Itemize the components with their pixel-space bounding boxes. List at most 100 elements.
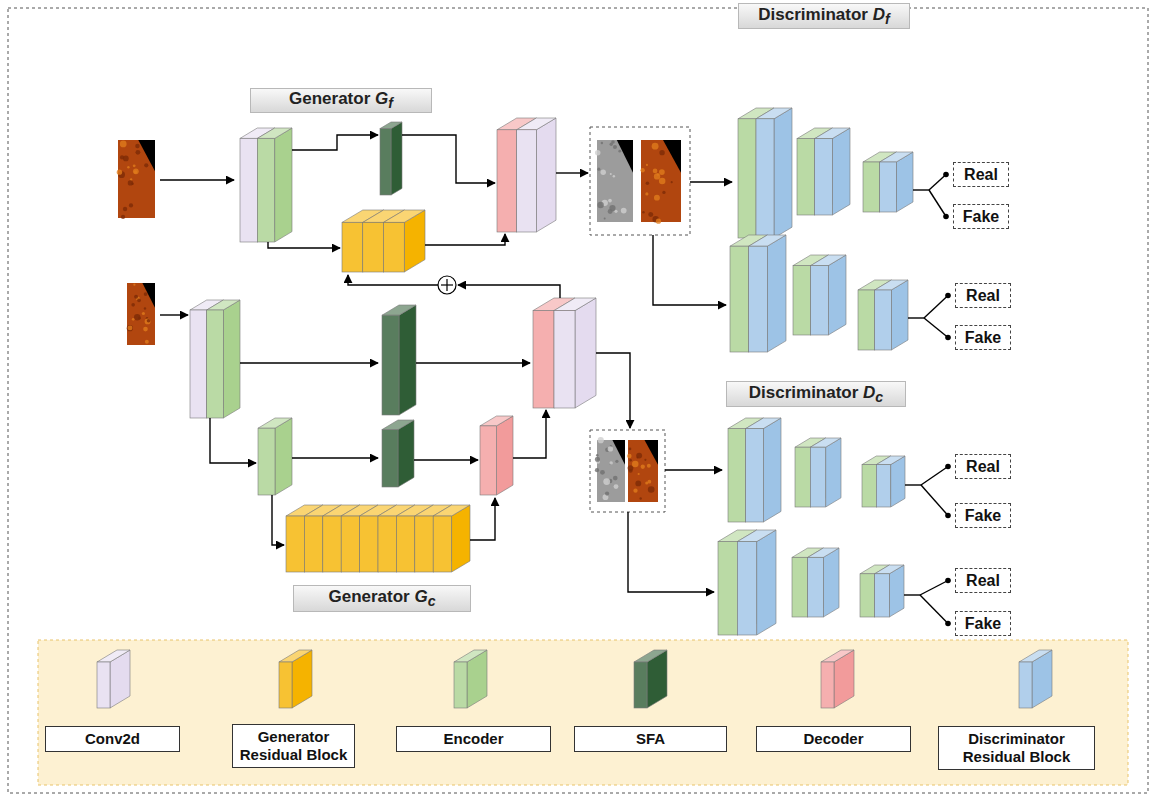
block-side [497,416,514,495]
block-side [536,118,556,232]
block-front [415,516,433,572]
fundus-image [640,140,681,224]
block-front [190,310,207,418]
block-front [730,246,749,352]
block-front [792,557,808,617]
output-label: Fake [965,615,1001,633]
block-top [876,456,905,465]
residual-blocks [342,210,425,272]
image-texture [640,168,644,172]
block-front [718,542,737,635]
block-top [737,530,776,542]
block-front [323,516,341,572]
block-side [823,548,839,617]
image-texture [635,481,641,487]
sum-symbol [446,279,447,291]
block-front [396,516,414,572]
legend-text: Discriminator Residual Block [945,730,1088,766]
block-front [860,574,875,617]
encoder-block [258,418,292,495]
disc-res [797,128,850,215]
arrow [160,179,234,180]
block-side [257,128,274,242]
block-side [575,298,596,408]
image-texture [645,192,648,195]
image-texture [597,168,600,171]
block-side [749,235,768,352]
image-texture [131,303,135,307]
block-side [832,128,850,215]
sfa-block [382,305,416,415]
legend-label-box: Decoder [756,726,911,752]
block-front [875,574,890,617]
legend-panel [38,640,1128,785]
arrow [513,410,546,458]
block-front [240,138,257,242]
block-side [811,255,829,335]
block-front [858,290,875,350]
output-label-box: Real [955,454,1011,479]
block-front [876,465,890,507]
wire [920,595,948,624]
block-top [258,418,292,428]
block-front [746,429,764,522]
output-label-box: Real [955,568,1011,593]
block-front [795,447,810,507]
disc-res [793,255,846,335]
decoder-conv [533,298,596,408]
wire [905,484,921,485]
fundus-image [627,440,658,502]
block-top [454,650,487,662]
image-texture [653,169,658,174]
title-text: Generator Gc [328,587,435,609]
image-texture [647,464,651,468]
image-texture [648,212,653,217]
image-texture [639,497,641,499]
legend-label-box: SFA [574,726,727,752]
wire [913,189,929,190]
block-side [399,305,416,415]
image-texture [128,325,133,330]
block-front [793,266,811,335]
image-texture [604,217,606,219]
block-front [738,119,756,238]
residual-blocks [286,505,470,572]
image-texture [646,164,648,166]
image-texture [603,478,610,485]
block-side [223,300,240,418]
block-front [517,130,537,232]
image-texture [659,178,666,185]
block-side [767,235,786,352]
output-label-box: Real [953,162,1009,187]
output-label: Real [964,166,998,184]
image-texture [610,143,613,146]
block-front [863,162,880,212]
block-top [815,128,850,139]
block-top [382,305,416,315]
output-dot [945,335,951,341]
block-side [517,118,537,232]
block-top [554,298,596,311]
output-label-box: Fake [953,204,1009,229]
arrow [272,495,284,545]
wire [929,190,946,217]
image-texture [637,457,639,459]
disc-res [862,456,905,507]
image-corner [138,140,155,171]
arrow [210,418,256,463]
disc-res [858,280,908,350]
arrow [348,275,438,285]
image-texture [633,488,637,492]
block-top [384,210,426,222]
arrow [292,457,378,458]
block-front [808,557,824,617]
block-front [554,311,575,408]
image-texture [120,141,127,148]
block-front [341,516,359,572]
legend-swatch [270,648,320,712]
output-dot [945,293,951,299]
image-texture [638,473,640,475]
title-text: Discriminator Dc [749,383,883,405]
section-title: Discriminator Df [738,3,910,29]
block-front [634,662,647,708]
